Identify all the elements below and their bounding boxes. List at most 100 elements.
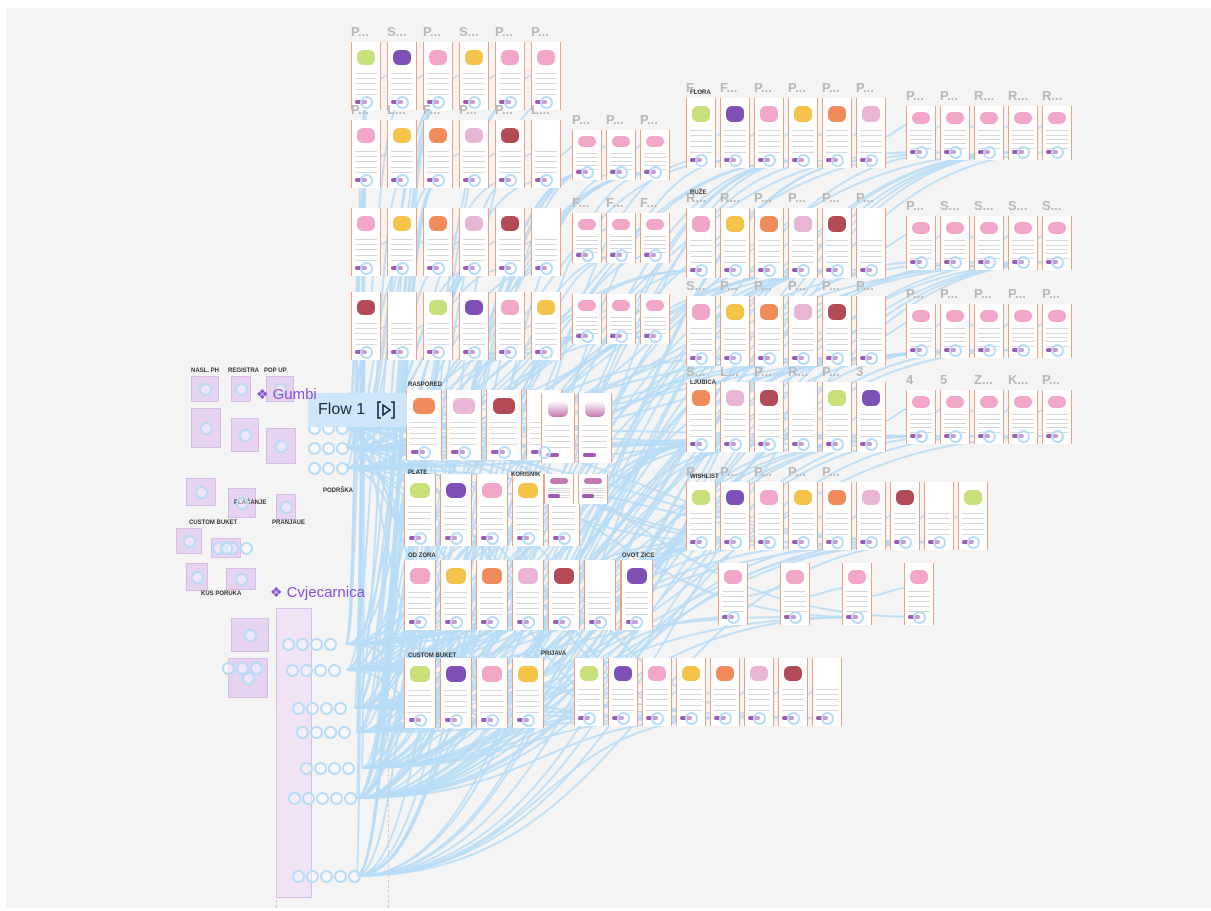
screen-frame[interactable] — [387, 120, 417, 188]
connection-node[interactable] — [695, 352, 708, 365]
connection-node[interactable] — [831, 264, 844, 277]
connection-node[interactable] — [360, 346, 373, 359]
connection-node[interactable] — [432, 262, 445, 275]
connection-node[interactable] — [865, 536, 878, 549]
component-column[interactable] — [276, 608, 312, 898]
connection-node[interactable] — [396, 346, 409, 359]
connection-node[interactable] — [220, 542, 233, 555]
connection-node[interactable] — [320, 870, 333, 883]
connection-node[interactable] — [729, 352, 742, 365]
connection-node[interactable] — [316, 792, 329, 805]
connection-node[interactable] — [328, 664, 341, 677]
connection-node[interactable] — [983, 344, 996, 357]
connection-node[interactable] — [432, 174, 445, 187]
connection-node[interactable] — [522, 532, 535, 545]
connection-node[interactable] — [396, 174, 409, 187]
connection-node[interactable] — [1017, 256, 1030, 269]
connection-node[interactable] — [296, 638, 309, 651]
connection-node[interactable] — [851, 611, 864, 624]
connection-node[interactable] — [787, 712, 800, 725]
connection-node[interactable] — [695, 438, 708, 451]
connection-node[interactable] — [558, 532, 571, 545]
connection-node[interactable] — [396, 262, 409, 275]
connection-node[interactable] — [915, 146, 928, 159]
connection-node[interactable] — [360, 96, 373, 109]
connection-node[interactable] — [414, 532, 427, 545]
connection-node[interactable] — [458, 446, 471, 459]
connection-node[interactable] — [1051, 256, 1064, 269]
connection-node[interactable] — [615, 330, 628, 343]
connection-node[interactable] — [486, 616, 499, 629]
connection-node[interactable] — [983, 256, 996, 269]
screen-frame[interactable] — [423, 42, 453, 110]
connection-node[interactable] — [522, 714, 535, 727]
connection-node[interactable] — [949, 256, 962, 269]
connection-node[interactable] — [967, 536, 980, 549]
screen-frame[interactable] — [387, 208, 417, 276]
connection-node[interactable] — [360, 262, 373, 275]
connection-node[interactable] — [498, 446, 511, 459]
connection-node[interactable] — [1017, 344, 1030, 357]
connection-node[interactable] — [763, 154, 776, 167]
connection-node[interactable] — [200, 422, 213, 435]
component-cvjecarnica[interactable]: ❖ Cvjecarnica — [270, 584, 365, 601]
screen-frame[interactable] — [788, 296, 818, 366]
connection-node[interactable] — [282, 638, 295, 651]
screen-frame[interactable] — [1042, 390, 1072, 444]
screen-frame[interactable] — [440, 658, 472, 728]
connection-node[interactable] — [239, 429, 252, 442]
connection-node[interactable] — [630, 616, 643, 629]
connection-node[interactable] — [753, 712, 766, 725]
connection-node[interactable] — [1051, 146, 1064, 159]
connection-node[interactable] — [504, 346, 517, 359]
connection-node[interactable] — [594, 616, 607, 629]
connection-node[interactable] — [450, 532, 463, 545]
connection-node[interactable] — [865, 264, 878, 277]
connection-node[interactable] — [685, 712, 698, 725]
connection-node[interactable] — [583, 712, 596, 725]
connection-node[interactable] — [949, 430, 962, 443]
connection-node[interactable] — [334, 702, 347, 715]
connection-node[interactable] — [324, 638, 337, 651]
flow-starting-point[interactable]: Flow 1 — [308, 393, 408, 427]
screen-frame[interactable] — [640, 213, 670, 263]
connection-node[interactable] — [615, 249, 628, 262]
connection-node[interactable] — [763, 536, 776, 549]
connection-node[interactable] — [797, 154, 810, 167]
connection-node[interactable] — [310, 726, 323, 739]
connection-node[interactable] — [199, 383, 212, 396]
connection-node[interactable] — [651, 712, 664, 725]
connection-node[interactable] — [649, 249, 662, 262]
connection-node[interactable] — [649, 166, 662, 179]
screen-frame[interactable] — [578, 474, 608, 504]
screen-frame[interactable] — [351, 120, 381, 188]
connection-node[interactable] — [983, 430, 996, 443]
connection-node[interactable] — [328, 762, 341, 775]
connection-node[interactable] — [1017, 430, 1030, 443]
connection-node[interactable] — [797, 438, 810, 451]
connection-node[interactable] — [288, 792, 301, 805]
connection-node[interactable] — [504, 174, 517, 187]
connection-node[interactable] — [915, 344, 928, 357]
connection-node[interactable] — [235, 573, 248, 586]
connection-node[interactable] — [236, 497, 249, 510]
connection-node[interactable] — [831, 438, 844, 451]
connection-node[interactable] — [314, 664, 327, 677]
connection-node[interactable] — [275, 440, 288, 453]
connection-node[interactable] — [915, 256, 928, 269]
connection-node[interactable] — [250, 662, 263, 675]
connection-node[interactable] — [468, 262, 481, 275]
connection-node[interactable] — [308, 442, 321, 455]
connection-node[interactable] — [729, 536, 742, 549]
connection-node[interactable] — [468, 174, 481, 187]
connection-node[interactable] — [292, 870, 305, 883]
connection-node[interactable] — [831, 154, 844, 167]
connection-node[interactable] — [183, 535, 196, 548]
connection-node[interactable] — [486, 714, 499, 727]
screen-frame[interactable] — [459, 42, 489, 110]
connection-node[interactable] — [300, 762, 313, 775]
connection-node[interactable] — [450, 714, 463, 727]
connection-node[interactable] — [949, 344, 962, 357]
connection-node[interactable] — [504, 96, 517, 109]
connection-node[interactable] — [314, 762, 327, 775]
